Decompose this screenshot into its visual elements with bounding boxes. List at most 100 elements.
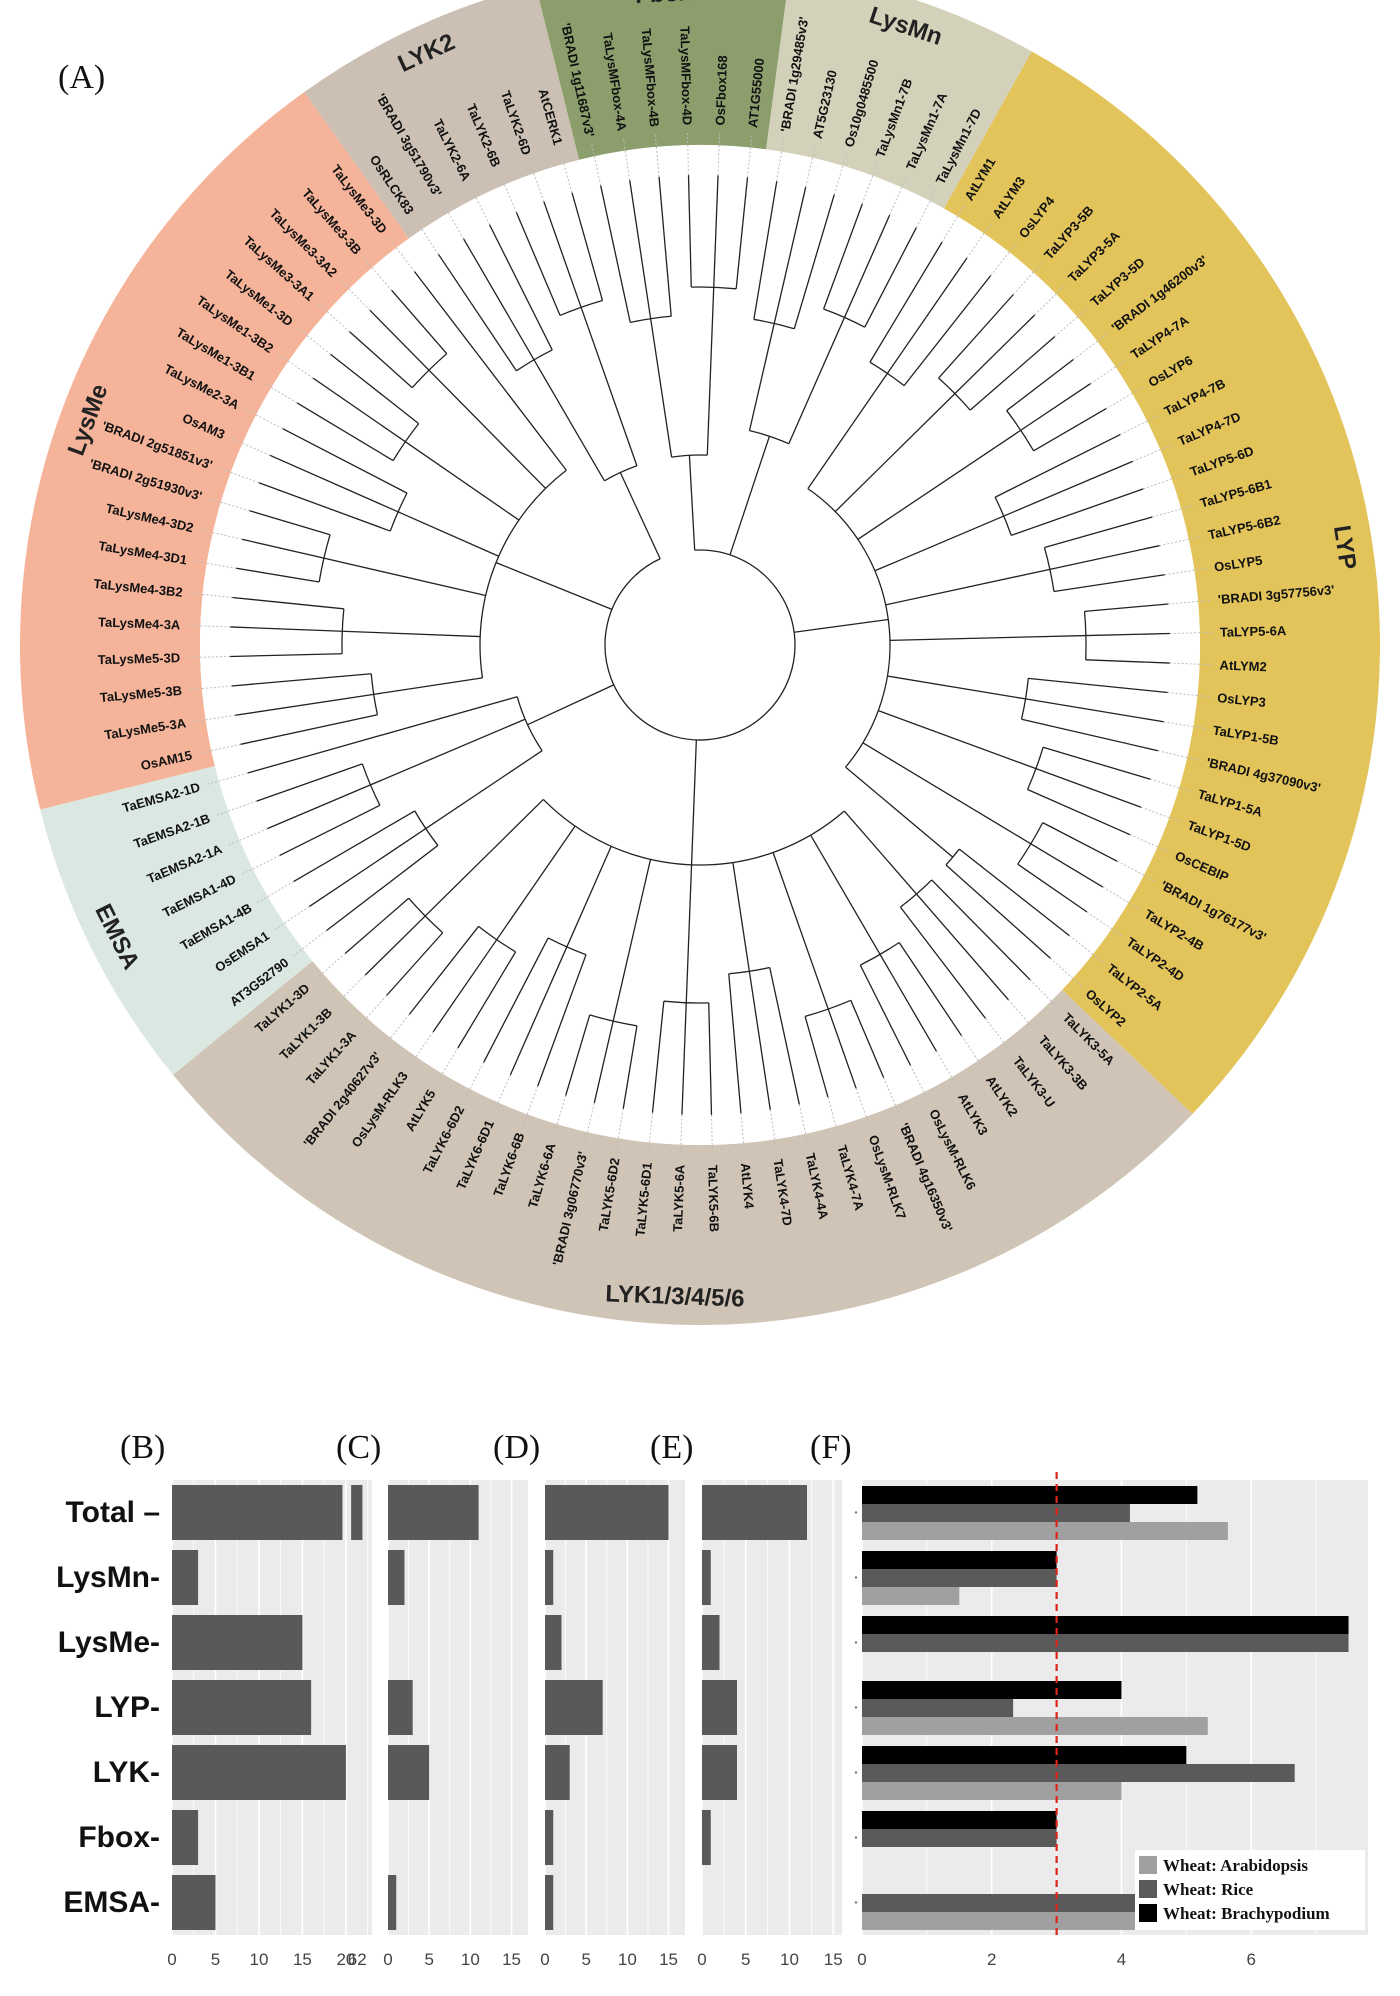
leaf-connector (207, 497, 250, 512)
leaf-label: OsFbox168 (712, 55, 730, 126)
leaf-branch (1049, 545, 1160, 570)
x-tick-label: 5 (424, 1950, 433, 1969)
leaf-branch (600, 185, 631, 323)
subclade-branch (650, 318, 673, 458)
bar-lyk (388, 1745, 430, 1800)
subclade-branch (845, 766, 954, 858)
leaf-connector (1050, 957, 1084, 988)
x-tick-label: 15 (502, 1950, 521, 1969)
leaf-branch (249, 510, 331, 536)
clade-branch (527, 684, 615, 726)
leaf-branch (432, 939, 498, 1033)
legend-swatch-wheat-rice (1139, 1880, 1157, 1898)
leaf-branch (1042, 746, 1151, 780)
leaf-branch (1085, 632, 1170, 637)
clade-sector-lysmn (766, 0, 1032, 209)
bar-wheat-brachypodium-lyk (862, 1746, 1187, 1764)
leaf-connector (522, 1085, 539, 1128)
bar-fbox (545, 1810, 554, 1865)
bar-wheat-brachypodium-total (862, 1486, 1198, 1504)
leaf-branch (509, 946, 568, 1076)
leaf-branch (899, 906, 986, 1019)
leaf-connector (889, 174, 908, 216)
x-tick-label: 62 (348, 1950, 367, 1969)
leaf-branch (1011, 488, 1144, 536)
x-tick-label: 10 (780, 1950, 799, 1969)
leaf-connector (205, 772, 248, 786)
leaf-connector (583, 1102, 595, 1146)
legend-swatch-wheat-brachypodium (1139, 1904, 1157, 1922)
leaf-branch (1084, 603, 1169, 613)
leaf-connector (1105, 386, 1145, 410)
leaf-branch (735, 177, 749, 289)
leaf-connector (1164, 567, 1209, 576)
leaf-branch (386, 932, 444, 996)
leaf-connector (1163, 721, 1208, 730)
leaf-branch (1020, 383, 1091, 431)
leaf-branch (1027, 788, 1131, 836)
subclade-arc (559, 299, 603, 317)
leaf-connector (1069, 935, 1105, 964)
clade-branch (688, 455, 696, 551)
leaf-connector (362, 256, 393, 291)
leaf-branch (571, 192, 604, 301)
bar-lyk (702, 1745, 737, 1800)
leaf-connector (552, 1095, 567, 1138)
category-label-lysme: LysMe- (58, 1626, 160, 1659)
leaf-branch (954, 314, 1036, 395)
leaf-branch (483, 937, 549, 1063)
leaf-branch (1044, 516, 1153, 549)
leaf-connector (226, 828, 268, 847)
bar-total (545, 1485, 669, 1540)
leaf-branch (349, 331, 413, 389)
leaf-connector (187, 685, 232, 691)
leaf-connector (1007, 999, 1038, 1034)
leaf-label: AtLYM2 (1219, 657, 1267, 674)
leaf-connector (1167, 691, 1212, 698)
leaf-connector (1140, 806, 1183, 823)
clade-sector-lysme (20, 92, 409, 810)
leaf-branch (326, 844, 439, 931)
clade-branch (729, 436, 771, 556)
leaf-connector (1132, 443, 1174, 462)
leaf-branch (753, 181, 778, 320)
leaf-connector (1090, 358, 1128, 384)
subclade-arc (408, 897, 444, 934)
leaf-connector (740, 1113, 746, 1158)
leaf-branch (958, 848, 1070, 937)
legend-label-wheat-rice: Wheat: Rice (1163, 1880, 1254, 1899)
legend-label-wheat-brachypodium: Wheat: Brachypodium (1163, 1904, 1330, 1923)
bar-lyp (172, 1680, 312, 1735)
leaf-branch (687, 175, 692, 288)
leaf-branch (938, 294, 1014, 379)
leaf-branch (1003, 460, 1133, 517)
bar-total (702, 1485, 807, 1540)
leaf-connector (776, 137, 785, 182)
subclade-branch (373, 677, 483, 695)
leaf-branch (850, 1000, 885, 1078)
clade-sector-lyk1-3-4-5-6 (173, 961, 1193, 1325)
subclade-branch (424, 799, 544, 917)
leaf-connector (798, 1104, 810, 1148)
leaf-connector (769, 1109, 778, 1154)
leaf-branch (1025, 698, 1164, 723)
leaf-connectors (186, 131, 1214, 1159)
category-label-lyk: LYK- (93, 1756, 160, 1789)
leaf-branch (658, 176, 672, 317)
leaf-branch (463, 238, 535, 361)
leaf-connector (188, 592, 233, 599)
bar-total (388, 1485, 479, 1540)
leaf-branch (1042, 822, 1118, 862)
leaf-branch (903, 275, 992, 387)
clade-branch (619, 472, 661, 560)
leaf-branch (593, 1020, 614, 1104)
subclade-branch (887, 675, 1026, 700)
subclade-branch (404, 441, 520, 521)
clade-sector-emsa (40, 765, 313, 1075)
leaf-branch (827, 1008, 857, 1089)
bar-wheat-rice-total (862, 1504, 1130, 1522)
leaf-connector (1159, 535, 1203, 547)
leaf-connector (805, 144, 817, 188)
